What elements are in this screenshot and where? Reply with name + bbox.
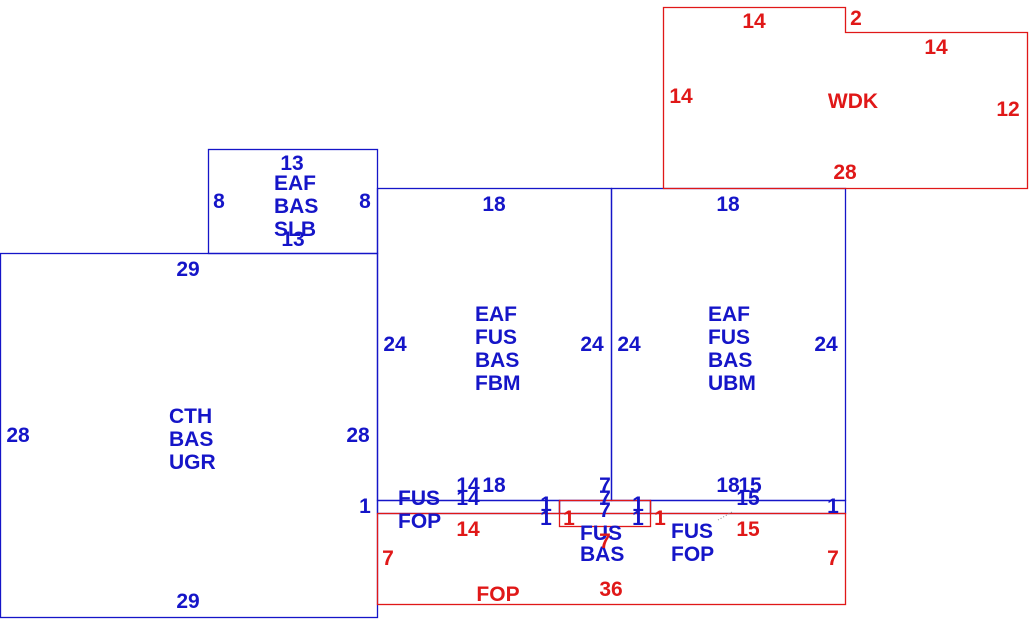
cth-code-2: BAS xyxy=(169,428,213,451)
fop-code: FOP xyxy=(476,583,519,606)
fus-left-code-1: FUS xyxy=(398,487,440,510)
cth-dim-left: 28 xyxy=(6,424,30,447)
fus-right-dim-left: 1 xyxy=(632,493,644,516)
cth-code-3: UGR xyxy=(169,451,216,474)
wdk-dim-top-right: 14 xyxy=(924,36,948,59)
fop-dim-top-left: 14 xyxy=(456,518,480,541)
fus-right-code-1: FUS xyxy=(671,520,713,543)
slb-dim-right: 8 xyxy=(359,190,371,213)
fbm-code-2: FUS xyxy=(475,326,517,349)
ubm-dim-left: 24 xyxy=(617,333,641,356)
center-code-1: FUS xyxy=(580,522,622,545)
area-wdk-outline xyxy=(662,6,1029,190)
center-dim-red-1b: 1 xyxy=(654,507,666,530)
center-dim-top: 7 xyxy=(599,474,611,497)
wdk-dim-right: 12 xyxy=(996,98,1019,121)
fop-dim-bottom: 36 xyxy=(599,578,622,601)
center-dim-red-1a: 1 xyxy=(563,507,575,530)
center-dim-lower: 7 xyxy=(599,499,611,522)
fus-left-code-2: FOP xyxy=(398,510,441,533)
center-code-2: BAS xyxy=(580,543,624,566)
cth-code-1: CTH xyxy=(169,405,212,428)
slb-dim-top: 13 xyxy=(280,152,303,175)
slb-code-3: SLB xyxy=(274,218,316,241)
ubm-code-4: UBM xyxy=(708,372,756,395)
fus-right-dim-right: 1 xyxy=(827,495,839,518)
center-dim-red-7: 7 xyxy=(599,530,611,553)
fus-left-dim-left: 1 xyxy=(359,495,371,518)
fbm-dim-right: 24 xyxy=(580,333,604,356)
center-dim-upper: 7 xyxy=(599,487,611,510)
cth-dim-right: 28 xyxy=(346,424,370,447)
slb-code-2: BAS xyxy=(274,195,318,218)
wdk-dim-bottom: 28 xyxy=(833,161,857,184)
slb-dim-left: 8 xyxy=(213,190,225,213)
fus-left-dim-right: 1 xyxy=(540,493,552,516)
fus-right-dim-length: 15 xyxy=(736,487,760,510)
wdk-dim-top-left: 14 xyxy=(742,10,766,33)
right-strip-end-lower: 1 xyxy=(632,507,644,530)
wdk-dim-step: 2 xyxy=(850,7,862,30)
slb-dim-bottom: 13 xyxy=(281,228,304,251)
fbm-dim-left: 24 xyxy=(383,333,407,356)
fus-left-dim-length: 14 xyxy=(456,487,480,510)
ubm-code-2: FUS xyxy=(708,326,750,349)
area-fop-outline xyxy=(376,512,847,606)
wdk-dim-left: 14 xyxy=(669,85,693,108)
cth-dim-top: 29 xyxy=(176,258,199,281)
fus-right-code-2: FOP xyxy=(671,543,714,566)
ubm-code-3: BAS xyxy=(708,349,752,372)
ubm-dim-top: 18 xyxy=(716,193,740,216)
ubm-dim-bottom-b: 15 xyxy=(738,474,762,497)
red-notch-outline xyxy=(558,499,652,528)
fbm-dim-top: 18 xyxy=(482,193,506,216)
ubm-dim-bottom-a: 18 xyxy=(716,474,740,497)
fbm-dim-bottom-b: 18 xyxy=(482,474,506,497)
wdk-code: WDK xyxy=(828,90,878,113)
left-strip-end-lower: 1 xyxy=(540,507,552,530)
fbm-dim-bottom-a: 14 xyxy=(456,474,480,497)
fbm-code-4: FBM xyxy=(475,372,521,395)
slb-code-1: EAF xyxy=(274,172,316,195)
fbm-code-1: EAF xyxy=(475,303,517,326)
cth-dim-bottom: 29 xyxy=(176,590,199,613)
fop-dim-top-right: 15 xyxy=(736,518,760,541)
fop-dim-right: 7 xyxy=(827,547,839,570)
fbm-code-3: BAS xyxy=(475,349,519,372)
fop-dim-left: 7 xyxy=(382,547,394,570)
ubm-dim-right: 24 xyxy=(814,333,838,356)
ubm-code-1: EAF xyxy=(708,303,750,326)
